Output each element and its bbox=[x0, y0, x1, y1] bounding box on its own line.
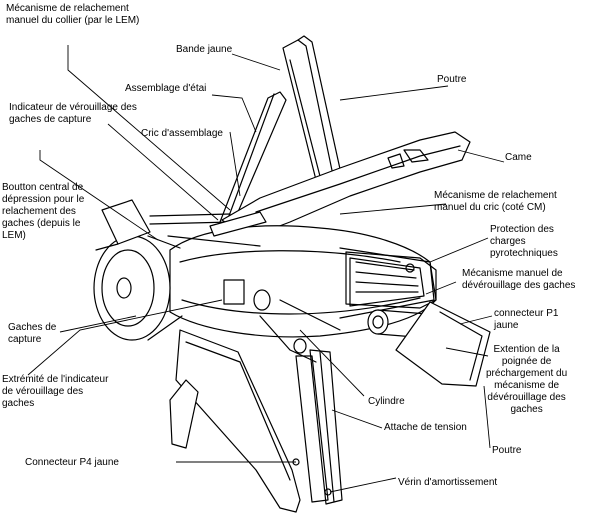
label-bande-jaune: Bande jaune bbox=[176, 44, 233, 55]
label-poutre-top: Poutre bbox=[437, 74, 467, 85]
leader-indicateur bbox=[107, 123, 219, 221]
lower-left-arm bbox=[169, 329, 301, 513]
label-gaches-capture: Gaches de capture bbox=[8, 322, 57, 345]
label-mecanisme-manuel: Mécanisme manuel de dévérouillage des ga… bbox=[462, 268, 576, 291]
leader-bande-jaune bbox=[231, 53, 281, 71]
leader-protection bbox=[429, 237, 489, 263]
label-assemblage-etai: Assemblage d'étai bbox=[125, 83, 207, 94]
label-mecanisme-cric: Mécanisme de relachement manuel du cric … bbox=[434, 190, 557, 213]
label-attache-tension: Attache de tension bbox=[384, 422, 467, 433]
label-connecteur-p4: Connecteur P4 jaune bbox=[25, 457, 119, 468]
label-indicateur-verrouillage: Indicateur de vérouillage des gaches de … bbox=[9, 102, 137, 125]
probe-body bbox=[169, 225, 437, 338]
label-poutre-bottom: Poutre bbox=[492, 445, 522, 456]
leader-p1 bbox=[459, 315, 493, 325]
leader-bouton bbox=[39, 150, 159, 241]
label-cylindre: Cylindre bbox=[368, 396, 405, 407]
leader-mecanisme-cric bbox=[339, 203, 447, 215]
leader-mecanisme-collier bbox=[67, 45, 231, 211]
damper bbox=[292, 349, 343, 505]
leader-attache bbox=[331, 409, 383, 429]
leader-lines bbox=[27, 45, 505, 493]
leader-cylindre bbox=[299, 329, 365, 397]
label-extremite-indicateur: Extrémité de l'indicateur de vérouillage… bbox=[2, 374, 109, 409]
leader-poutre-top bbox=[339, 85, 449, 101]
upper-beam bbox=[282, 35, 343, 189]
label-cric-assemblage: Cric d'assemblage bbox=[141, 128, 223, 139]
leader-assemblage-etai bbox=[211, 94, 257, 133]
label-verin-amortissement: Vérin d'amortissement bbox=[398, 477, 498, 488]
label-mecanisme-collier: Mécanisme de relachement manuel du colli… bbox=[6, 3, 140, 26]
pyro-cover bbox=[345, 251, 437, 309]
rods bbox=[149, 211, 267, 247]
label-protection-charges: Protection des charges pyrotechniques bbox=[490, 224, 558, 259]
leader-extremite bbox=[27, 299, 223, 376]
leader-poutre-bottom bbox=[483, 385, 491, 449]
capture-head bbox=[93, 199, 183, 341]
leader-extension bbox=[445, 347, 489, 357]
lower-beam bbox=[395, 301, 491, 387]
leader-verin bbox=[329, 477, 397, 493]
label-came: Came bbox=[505, 152, 532, 163]
label-connecteur-p1: connecteur P1 jaune bbox=[494, 308, 559, 331]
leader-mecanisme-manuel bbox=[425, 281, 457, 295]
leader-came bbox=[457, 149, 505, 163]
leader-gaches bbox=[59, 315, 137, 333]
misc-parts bbox=[223, 279, 341, 363]
label-bouton-central: Boutton central de dépression pour le re… bbox=[2, 182, 85, 241]
cam-arm bbox=[221, 131, 471, 239]
leader-cric bbox=[229, 131, 241, 197]
strut-assembly bbox=[219, 91, 287, 227]
label-extension-poignee: Extention de la poignée de préchargement… bbox=[486, 344, 568, 415]
